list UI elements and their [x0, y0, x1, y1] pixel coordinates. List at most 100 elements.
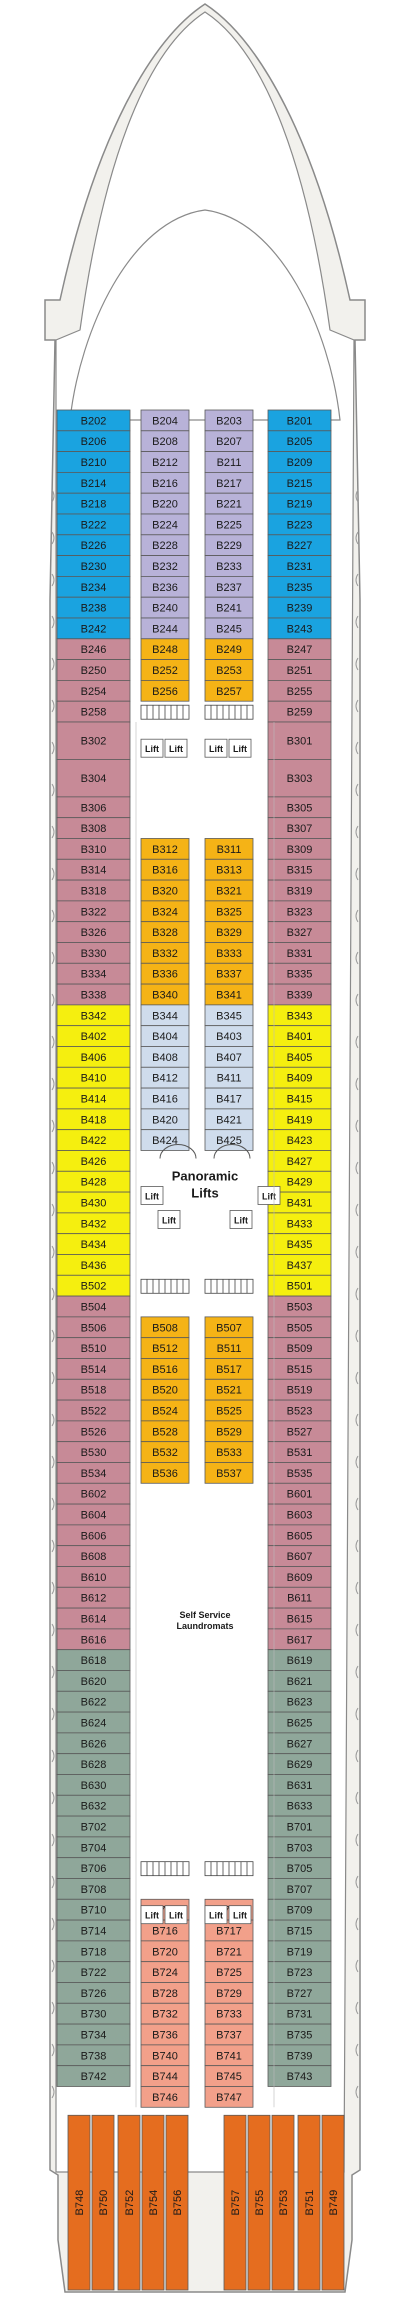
cabin-B211[interactable]: B211	[204, 451, 254, 473]
cabin-B225[interactable]: B225	[204, 513, 254, 536]
cabin-B719[interactable]: B719	[267, 1940, 332, 1963]
cabin-B421[interactable]: B421	[204, 1108, 254, 1131]
cabin-B504[interactable]: B504	[56, 1295, 131, 1318]
cabin-B436[interactable]: B436	[56, 1254, 131, 1276]
cabin-B203[interactable]: B203	[204, 409, 254, 432]
cabin-B614[interactable]: B614	[56, 1607, 131, 1630]
cabin-B224[interactable]: B224	[140, 513, 190, 536]
cabin-B242[interactable]: B242	[56, 617, 131, 640]
cabin-B416[interactable]: B416	[140, 1087, 190, 1110]
cabin-B745[interactable]: B745	[204, 2065, 254, 2087]
cabin-B750[interactable]: B750	[91, 2114, 115, 2291]
cabin-B705[interactable]: B705	[267, 1857, 332, 1879]
cabin-B528[interactable]: B528	[140, 1420, 190, 1443]
cabin-B603[interactable]: B603	[267, 1503, 332, 1526]
cabin-B519[interactable]: B519	[267, 1378, 332, 1401]
cabin-B746[interactable]: B746	[140, 2086, 190, 2108]
cabin-B518[interactable]: B518	[56, 1378, 131, 1401]
cabin-B328[interactable]: B328	[140, 921, 190, 943]
cabin-B405[interactable]: B405	[267, 1046, 332, 1068]
cabin-B740[interactable]: B740	[140, 2044, 190, 2067]
cabin-B255[interactable]: B255	[267, 680, 332, 702]
cabin-B615[interactable]: B615	[267, 1607, 332, 1630]
cabin-B310[interactable]: B310	[56, 838, 131, 860]
cabin-B617[interactable]: B617	[267, 1628, 332, 1651]
cabin-B616[interactable]: B616	[56, 1628, 131, 1651]
cabin-B237[interactable]: B237	[204, 576, 254, 598]
cabin-B329[interactable]: B329	[204, 921, 254, 943]
cabin-B205[interactable]: B205	[267, 430, 332, 452]
cabin-B742[interactable]: B742	[56, 2065, 131, 2087]
cabin-B508[interactable]: B508	[140, 1316, 190, 1339]
cabin-B338[interactable]: B338	[56, 983, 131, 1006]
cabin-B343[interactable]: B343	[267, 1004, 332, 1027]
cabin-B708[interactable]: B708	[56, 1878, 131, 1900]
cabin-B217[interactable]: B217	[204, 471, 254, 494]
cabin-B527[interactable]: B527	[267, 1420, 332, 1443]
cabin-B512[interactable]: B512	[140, 1337, 190, 1359]
cabin-B303[interactable]: B303	[267, 759, 332, 798]
cabin-B238[interactable]: B238	[56, 596, 131, 619]
cabin-B218[interactable]: B218	[56, 492, 131, 515]
cabin-B407[interactable]: B407	[204, 1046, 254, 1068]
cabin-B313[interactable]: B313	[204, 858, 254, 881]
cabin-B510[interactable]: B510	[56, 1337, 131, 1359]
cabin-B530[interactable]: B530	[56, 1441, 131, 1463]
cabin-B408[interactable]: B408	[140, 1046, 190, 1068]
cabin-B514[interactable]: B514	[56, 1358, 131, 1380]
cabin-B755[interactable]: B755	[247, 2114, 271, 2291]
cabin-B601[interactable]: B601	[267, 1482, 332, 1505]
cabin-B419[interactable]: B419	[267, 1108, 332, 1131]
cabin-B532[interactable]: B532	[140, 1441, 190, 1463]
cabin-B423[interactable]: B423	[267, 1129, 332, 1151]
cabin-B533[interactable]: B533	[204, 1441, 254, 1463]
cabin-B305[interactable]: B305	[267, 796, 332, 819]
cabin-B232[interactable]: B232	[140, 555, 190, 577]
cabin-B620[interactable]: B620	[56, 1670, 131, 1692]
cabin-B633[interactable]: B633	[267, 1794, 332, 1817]
cabin-B240[interactable]: B240	[140, 596, 190, 619]
cabin-B506[interactable]: B506	[56, 1316, 131, 1339]
cabin-B626[interactable]: B626	[56, 1732, 131, 1755]
cabin-B505[interactable]: B505	[267, 1316, 332, 1339]
cabin-B253[interactable]: B253	[204, 659, 254, 681]
cabin-B611[interactable]: B611	[267, 1586, 332, 1609]
cabin-B249[interactable]: B249	[204, 638, 254, 660]
cabin-B607[interactable]: B607	[267, 1545, 332, 1567]
cabin-B754[interactable]: B754	[141, 2114, 165, 2291]
cabin-B535[interactable]: B535	[267, 1462, 332, 1484]
cabin-B334[interactable]: B334	[56, 962, 131, 985]
cabin-B214[interactable]: B214	[56, 471, 131, 494]
cabin-B433[interactable]: B433	[267, 1212, 332, 1235]
cabin-B536[interactable]: B536	[140, 1462, 190, 1484]
cabin-B725[interactable]: B725	[204, 1961, 254, 1983]
cabin-B734[interactable]: B734	[56, 2023, 131, 2046]
cabin-B246[interactable]: B246	[56, 638, 131, 660]
cabin-B718[interactable]: B718	[56, 1940, 131, 1963]
cabin-B737[interactable]: B737	[204, 2023, 254, 2046]
cabin-B401[interactable]: B401	[267, 1025, 332, 1047]
cabin-B435[interactable]: B435	[267, 1233, 332, 1255]
cabin-B523[interactable]: B523	[267, 1399, 332, 1422]
cabin-B212[interactable]: B212	[140, 451, 190, 473]
cabin-B743[interactable]: B743	[267, 2065, 332, 2087]
cabin-B226[interactable]: B226	[56, 534, 131, 556]
cabin-B728[interactable]: B728	[140, 1982, 190, 2004]
cabin-B701[interactable]: B701	[267, 1815, 332, 1838]
cabin-B749[interactable]: B749	[321, 2114, 345, 2291]
cabin-B307[interactable]: B307	[267, 817, 332, 839]
cabin-B241[interactable]: B241	[204, 596, 254, 619]
cabin-B326[interactable]: B326	[56, 921, 131, 943]
cabin-B410[interactable]: B410	[56, 1066, 131, 1089]
cabin-B204[interactable]: B204	[140, 409, 190, 432]
cabin-B715[interactable]: B715	[267, 1919, 332, 1942]
cabin-B747[interactable]: B747	[204, 2086, 254, 2108]
cabin-B621[interactable]: B621	[267, 1670, 332, 1692]
cabin-B306[interactable]: B306	[56, 796, 131, 819]
cabin-B312[interactable]: B312	[140, 838, 190, 860]
cabin-B227[interactable]: B227	[267, 534, 332, 556]
cabin-B509[interactable]: B509	[267, 1337, 332, 1359]
cabin-B417[interactable]: B417	[204, 1087, 254, 1110]
cabin-B316[interactable]: B316	[140, 858, 190, 881]
cabin-B531[interactable]: B531	[267, 1441, 332, 1463]
